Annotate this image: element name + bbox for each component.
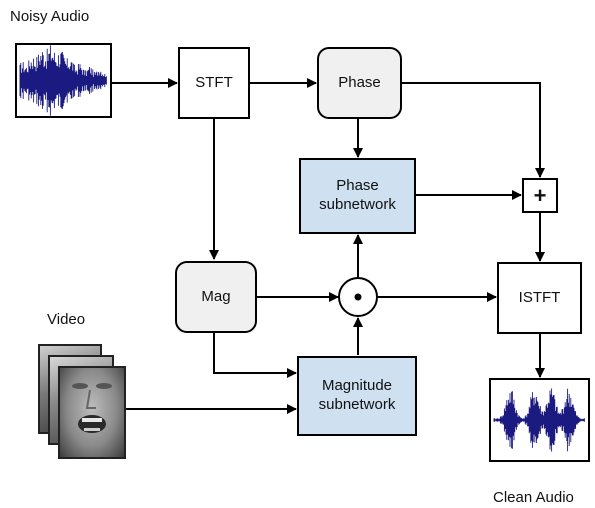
waveform-trace — [493, 388, 585, 452]
noisy-audio-waveform — [15, 43, 112, 118]
phase-subnetwork-line2: subnetwork — [319, 196, 396, 213]
plus-icon: + — [533, 182, 547, 208]
mag-label: Mag — [201, 287, 231, 305]
clean-audio-label: Clean Audio — [493, 489, 574, 506]
clean-waveform-icon — [493, 388, 585, 452]
phase-subnetwork-line1: Phase — [336, 177, 379, 195]
arrow-mag-to-magnitude-subnetwork — [213, 333, 297, 378]
multiply-dot-icon — [354, 293, 362, 301]
stft-box: STFT — [178, 47, 250, 119]
clean-audio-waveform — [489, 378, 590, 462]
magnitude-subnetwork-line1: Magnitude — [321, 377, 393, 395]
noisy-waveform-icon — [19, 45, 107, 116]
plus-node: + — [522, 178, 558, 213]
waveform-trace — [19, 45, 107, 116]
phase-box: Phase — [317, 47, 402, 119]
arrow-phase-to-plus — [402, 82, 545, 178]
mag-box: Mag — [175, 261, 257, 333]
noisy-audio-label: Noisy Audio — [10, 8, 90, 25]
istft-label: ISTFT — [518, 288, 561, 306]
video-label: Video — [47, 311, 86, 328]
magnitude-subnetwork-line2: subnetwork — [318, 396, 396, 413]
phase-subnetwork-box: Phase subnetwork — [299, 158, 416, 234]
video-frame-front — [58, 366, 126, 459]
phase-label: Phase — [338, 73, 381, 91]
stft-label: STFT — [195, 73, 233, 91]
face-icon — [72, 383, 112, 433]
istft-box: ISTFT — [497, 262, 582, 334]
magnitude-subnetwork-box: Magnitude subnetwork — [297, 356, 417, 436]
